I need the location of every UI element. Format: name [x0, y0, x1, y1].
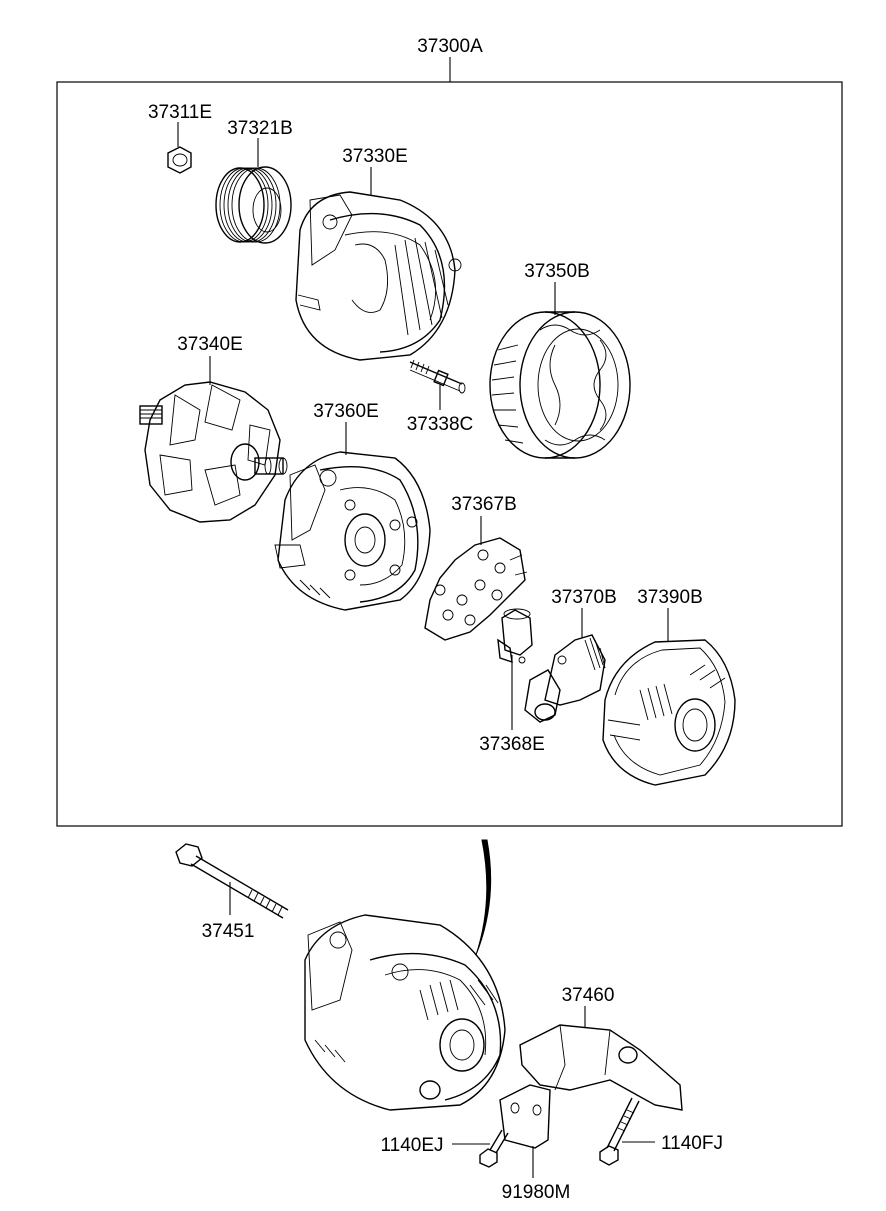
rear-bracket-part	[274, 451, 431, 611]
assembly-frame	[56, 81, 843, 827]
label-91980m: 91980M	[502, 1182, 571, 1203]
rear-cover-part	[602, 639, 736, 786]
label-37340e: 37340E	[177, 334, 243, 355]
rotor-part	[139, 381, 288, 523]
bolt-left-part	[479, 1129, 509, 1168]
label-37368e: 37368E	[479, 734, 545, 755]
regulator-part	[524, 634, 606, 723]
bracket-part	[519, 1024, 683, 1111]
bolt-right-part	[599, 1097, 640, 1166]
rectifier-part	[424, 537, 528, 641]
brush-holder-part	[497, 608, 533, 664]
label-37338c: 37338C	[407, 414, 474, 435]
label-1140fj: 1140FJ	[661, 1133, 723, 1154]
label-1140ej: 1140EJ	[380, 1135, 443, 1156]
front-bracket-part	[295, 191, 462, 361]
label-37460: 37460	[562, 985, 615, 1006]
mounting-bolt-part	[175, 843, 289, 919]
label-37330e: 37330E	[342, 146, 408, 167]
label-37390b: 37390B	[637, 587, 703, 608]
assembly-arrow	[475, 839, 492, 956]
label-37350b: 37350B	[524, 261, 590, 282]
label-37360e: 37360E	[313, 401, 379, 422]
label-37321b: 37321B	[227, 118, 293, 139]
label-37300a: 37300A	[417, 36, 483, 57]
plate-part	[499, 1084, 551, 1149]
stud-bolt-part	[409, 359, 466, 394]
label-37367b: 37367B	[451, 494, 517, 515]
label-37311e: 37311E	[148, 102, 212, 123]
assembled-alternator	[304, 914, 506, 1111]
pulley-part	[215, 166, 292, 244]
nut-part	[167, 146, 192, 174]
label-37370b: 37370B	[551, 587, 617, 608]
stator-part	[489, 311, 631, 459]
label-37451: 37451	[202, 921, 255, 942]
